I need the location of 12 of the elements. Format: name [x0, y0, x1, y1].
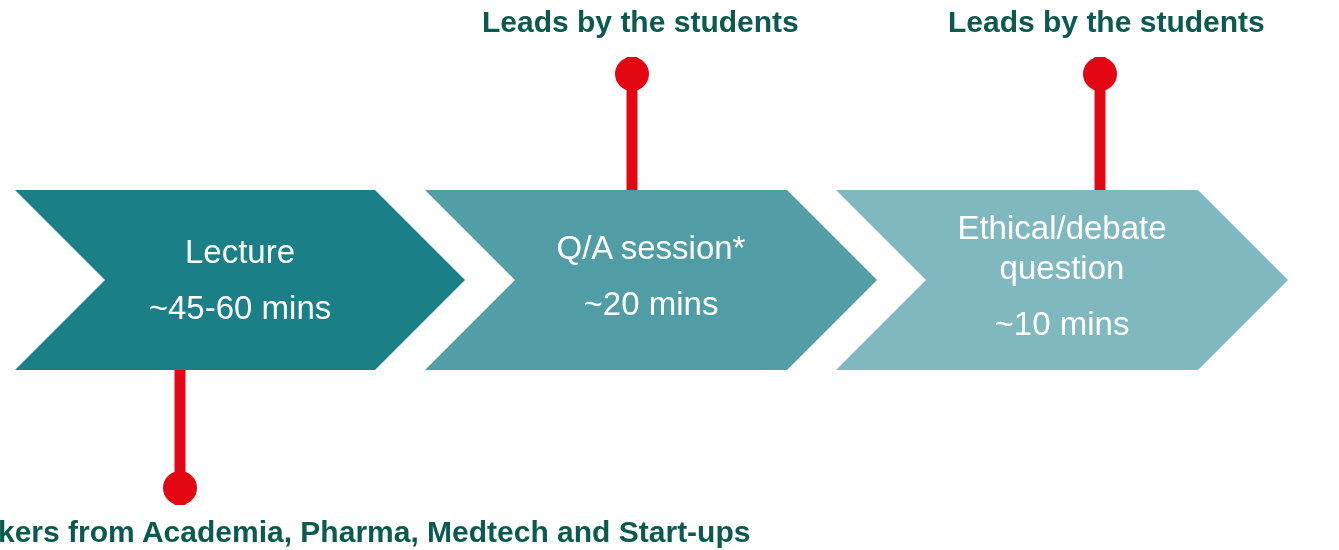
pin-line: [1083, 57, 1117, 192]
step-duration: ~45-60 mins: [148, 288, 332, 328]
pin-line: [615, 57, 649, 192]
role-label: kers from Academia, Pharma, Medtech and Start-ups: [0, 514, 751, 550]
step-title: Lecture: [184, 232, 296, 272]
step-title: Q/A session*: [556, 228, 746, 268]
role-label: Leads by the students: [948, 4, 1265, 40]
step-duration: ~10 mins: [994, 304, 1130, 344]
pin-line: [163, 368, 197, 505]
step-title: Ethical/debate question: [956, 208, 1168, 288]
step-duration: ~20 mins: [583, 284, 719, 324]
role-label: Leads by the students: [482, 4, 799, 40]
